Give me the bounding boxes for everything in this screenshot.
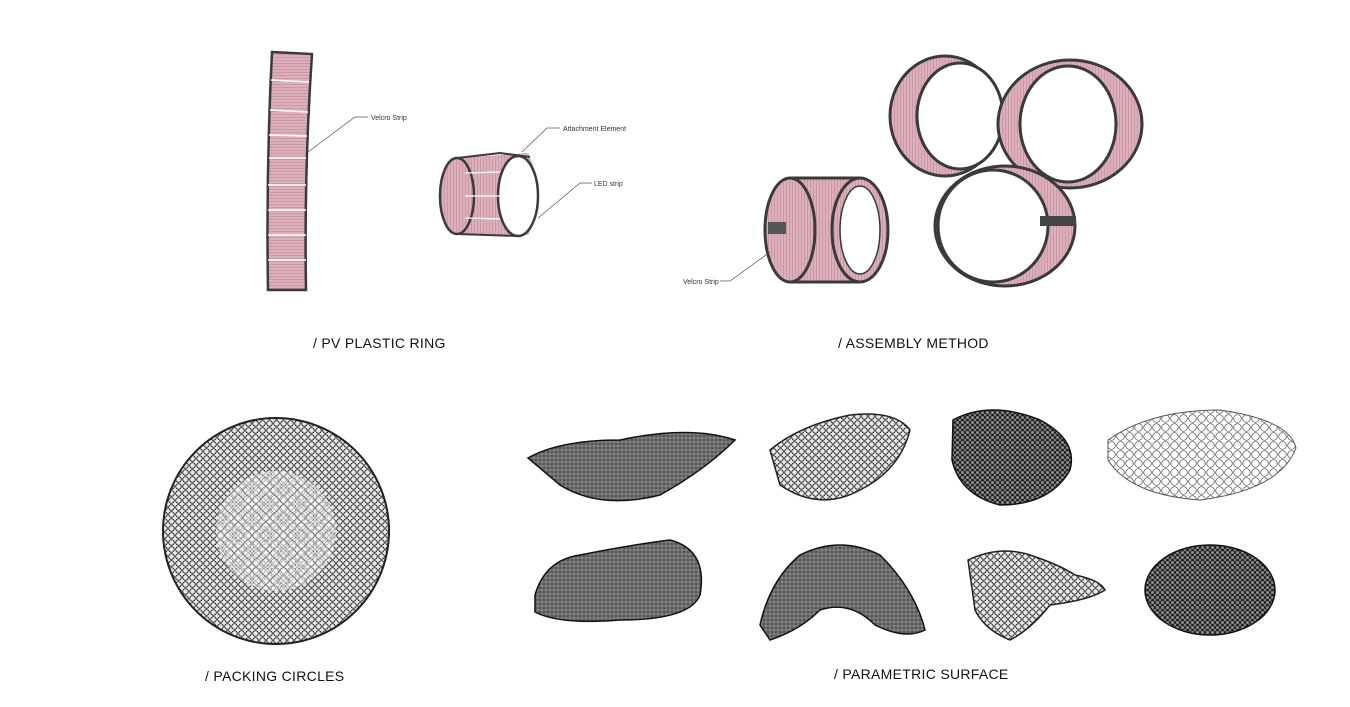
parametric-surface-8 — [1144, 544, 1276, 636]
assembly-ring-bottom — [933, 164, 1077, 288]
parametric-surface-6 — [759, 544, 926, 641]
assembly-ring-top-right — [996, 58, 1144, 190]
caption-packing-circles: / PACKING CIRCLES — [205, 668, 345, 684]
callout-label: Velcro Strip — [371, 115, 407, 122]
parametric-surface-5 — [534, 539, 703, 623]
parametric-surface-2 — [769, 413, 911, 501]
caption-assembly-method: / ASSEMBLY METHOD — [838, 335, 989, 351]
packing-circles-disc — [162, 417, 390, 645]
callout-label: Attachment Element — [563, 126, 626, 133]
callout-led-strip: LED strip — [537, 181, 623, 219]
parametric-surface-1 — [526, 431, 737, 502]
caption-pv-plastic-ring: / PV PLASTIC RING — [313, 335, 446, 351]
parametric-surface-7 — [967, 550, 1106, 641]
parametric-surface-4 — [1107, 409, 1297, 501]
callout-label: LED strip — [594, 181, 623, 188]
assembly-ring-left — [763, 176, 890, 284]
parametric-surface-3 — [951, 409, 1073, 506]
callout-velcro-strip-2: Velcro Strip — [683, 251, 771, 286]
pv-strip-flat — [266, 50, 314, 292]
pv-ring-rolled — [438, 151, 540, 238]
callout-attachment-element: Attachment Element — [521, 126, 626, 153]
callout-label: Velcro Strip — [683, 279, 719, 286]
callout-velcro-strip-1: Velcro Strip — [307, 115, 407, 153]
assembly-ring-top-left — [888, 54, 1005, 178]
caption-parametric-surface: / PARAMETRIC SURFACE — [834, 666, 1009, 682]
